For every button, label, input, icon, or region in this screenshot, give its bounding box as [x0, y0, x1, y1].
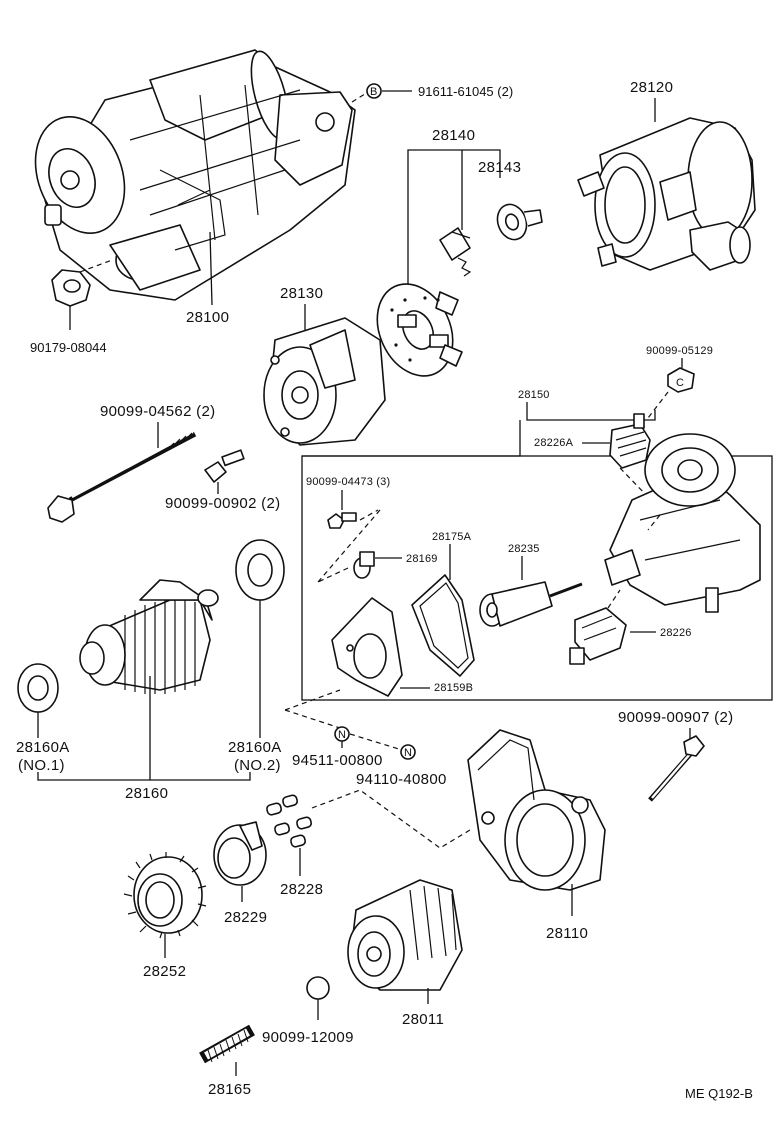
label-bearing-a1-note: (NO.1) [18, 757, 65, 774]
brush-holder-28140[interactable] [363, 272, 467, 389]
label-housing: 28110 [546, 925, 588, 942]
label-cover-159b: 28159B [434, 682, 473, 694]
marker-n1: N [338, 729, 346, 741]
rollers-28228[interactable] [266, 794, 313, 848]
label-nut: 90179-08044 [30, 340, 107, 355]
marker-b: B [370, 86, 378, 98]
label-gasket-175a: 28175A [432, 531, 472, 543]
cover-28159b[interactable] [331, 597, 403, 697]
label-idler-gear: 28252 [143, 963, 186, 980]
label-bolt-907: 90099-00907 (2) [618, 709, 733, 726]
label-oring-800: 94511-00800 [292, 752, 383, 769]
label-clutch: 28011 [402, 1011, 444, 1028]
gasket-28175a[interactable] [411, 574, 475, 677]
clutch-28011[interactable] [347, 879, 463, 991]
yoke-28120[interactable] [577, 117, 756, 271]
commutator-end-frame-28130[interactable] [263, 317, 386, 446]
label-screw-04473: 90099-04473 (3) [306, 476, 390, 488]
label-brush-holder: 28140 [432, 127, 475, 144]
screw-90099-00902[interactable] [204, 449, 245, 483]
label-oring-40800: 94110-40800 [356, 771, 447, 788]
label-switch-assy: 28150 [518, 389, 550, 401]
label-brush-spring: 28143 [478, 159, 521, 176]
label-bolt-b: 91611-61045 (2) [418, 84, 513, 99]
armature-28160[interactable] [79, 579, 219, 694]
screw-90099-04473[interactable] [327, 512, 357, 529]
label-bearing-a2: 28160A [228, 739, 282, 756]
retainer-28229[interactable] [213, 821, 267, 886]
terminal-28226[interactable] [569, 607, 627, 665]
label-through-bolt: 90099-04562 (2) [100, 403, 215, 420]
label-screw-902: 90099-00902 (2) [165, 495, 280, 512]
nut-90179-08044[interactable] [51, 269, 91, 307]
solenoid-body-28150[interactable] [604, 433, 761, 613]
bearing-28160a-no1[interactable] [17, 663, 59, 713]
label-ball: 90099-12009 [262, 1029, 354, 1046]
label-spring: 28165 [208, 1081, 251, 1098]
terminal-28226a[interactable] [609, 413, 651, 469]
figure-code: ME Q192-B [685, 1086, 753, 1101]
ball-90099-12009[interactable] [306, 976, 330, 1000]
label-bearing-a1: 28160A [16, 739, 70, 756]
brush-28140-sub[interactable] [439, 227, 472, 277]
label-terminal-a: 28226A [534, 437, 574, 449]
marker-c: C [676, 377, 684, 389]
cap-90099-05129[interactable]: C [667, 367, 695, 393]
label-plunger: 28235 [508, 543, 540, 555]
label-terminal-226: 28226 [660, 627, 692, 639]
label-starter: 28100 [186, 309, 229, 326]
label-retainer: 28229 [224, 909, 267, 926]
plunger-28235[interactable] [479, 581, 583, 627]
label-yoke: 28120 [630, 79, 673, 96]
spring-28165[interactable] [199, 1024, 255, 1064]
brush-spring-28143[interactable] [493, 200, 543, 243]
through-bolt-90099-04562[interactable] [47, 430, 197, 523]
marker-n2: N [404, 747, 412, 759]
starter-assembly-28100[interactable] [20, 48, 356, 301]
bolt-90099-00907[interactable] [648, 735, 705, 802]
housing-28110[interactable] [467, 729, 606, 891]
label-cap-05129: 90099-05129 [646, 345, 713, 357]
idler-gear-28252[interactable] [123, 852, 207, 939]
bearing-28160a-no2[interactable] [235, 539, 285, 601]
label-bearing-a2-note: (NO.2) [234, 757, 281, 774]
label-commutator-frame: 28130 [280, 285, 323, 302]
label-contact-169: 28169 [406, 553, 438, 565]
contact-plate-28169[interactable] [353, 551, 375, 579]
label-armature: 28160 [125, 785, 168, 802]
label-rollers: 28228 [280, 881, 323, 898]
